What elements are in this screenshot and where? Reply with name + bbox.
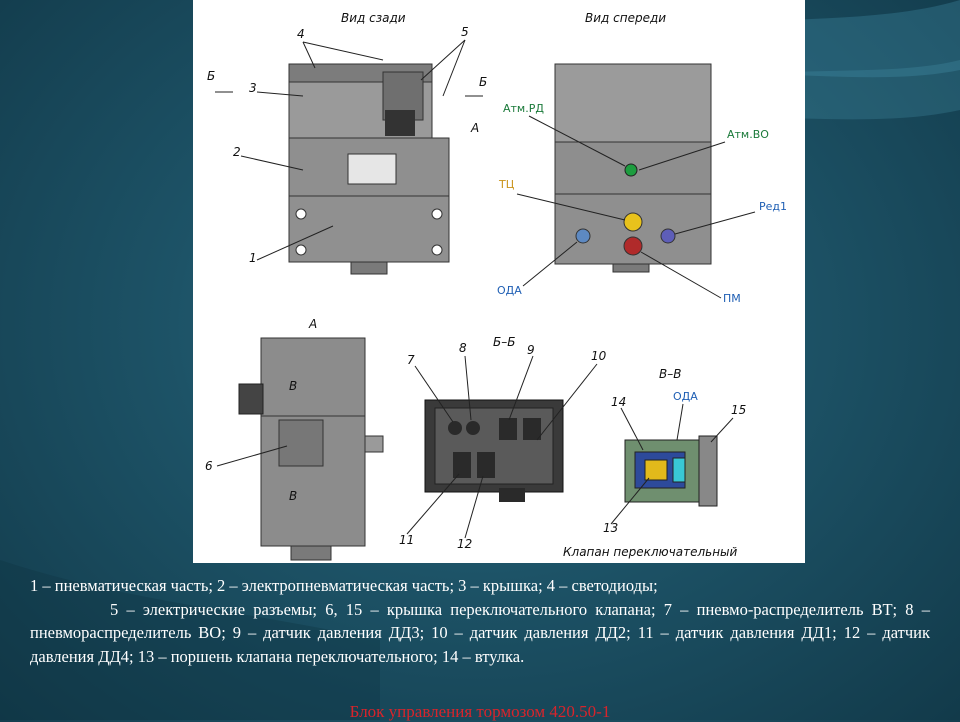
number-7: 7: [407, 353, 415, 367]
label-oda-vv: ОДА: [673, 390, 698, 403]
valve-caption: Клапан переключательный: [563, 545, 738, 559]
view-back-title: Вид сзади: [341, 11, 406, 25]
number-10: 10: [591, 349, 607, 363]
leader-lines-bb: [406, 355, 598, 539]
caption-line-2: 5 – электрические разъемы; 6, 15 – крышк…: [30, 599, 930, 666]
number-4: 4: [297, 27, 305, 41]
caption-line-1: 1 – пневматическая часть; 2 – электропне…: [30, 576, 658, 595]
number-13: 13: [603, 521, 618, 535]
number-1: 1: [249, 251, 257, 265]
number-3: 3: [249, 81, 257, 95]
label-atm-rd: Атм.РД: [503, 102, 544, 115]
switching-valve: [624, 435, 718, 507]
number-2: 2: [233, 145, 241, 159]
mark-v-bottom: В: [289, 489, 297, 503]
label-red1: Ред1: [759, 200, 787, 213]
leader-lines-front: [516, 115, 756, 299]
technical-drawing: Вид сзади 4 5 3 2 1 Б Б А: [193, 0, 805, 563]
number-15: 15: [731, 403, 746, 417]
number-11: 11: [399, 533, 414, 547]
mark-b-left: Б: [207, 69, 215, 83]
section-bb-device: [424, 399, 564, 502]
number-6: 6: [205, 459, 213, 473]
leader-6: [216, 445, 288, 467]
leader-lines-back: [215, 39, 483, 261]
figure-caption: 1 – пневматическая часть; 2 – электропне…: [30, 574, 930, 668]
number-5: 5: [461, 25, 469, 39]
leader-lines-vv: [610, 403, 734, 525]
section-bb-title: Б–Б: [493, 335, 515, 349]
back-view-device: [288, 63, 450, 275]
view-a-title: А: [308, 317, 317, 331]
view-a-device: [238, 337, 384, 561]
section-vv-title: В–В: [659, 367, 681, 381]
number-14: 14: [611, 395, 626, 409]
mark-v-top: В: [289, 379, 297, 393]
label-tc: ТЦ: [498, 178, 515, 191]
slide-footer-title: Блок управления тормозом 420.50-1: [349, 702, 611, 721]
mark-a: А: [470, 121, 479, 135]
label-oda: ОДА: [497, 284, 522, 297]
front-view-device: [554, 63, 712, 273]
label-atm-vo: Атм.ВО: [727, 128, 769, 141]
view-front-title: Вид спереди: [585, 11, 666, 25]
label-pm: ПМ: [723, 292, 741, 305]
number-9: 9: [527, 343, 535, 357]
number-12: 12: [457, 537, 472, 551]
mark-b-right: Б: [479, 75, 487, 89]
number-8: 8: [459, 341, 467, 355]
